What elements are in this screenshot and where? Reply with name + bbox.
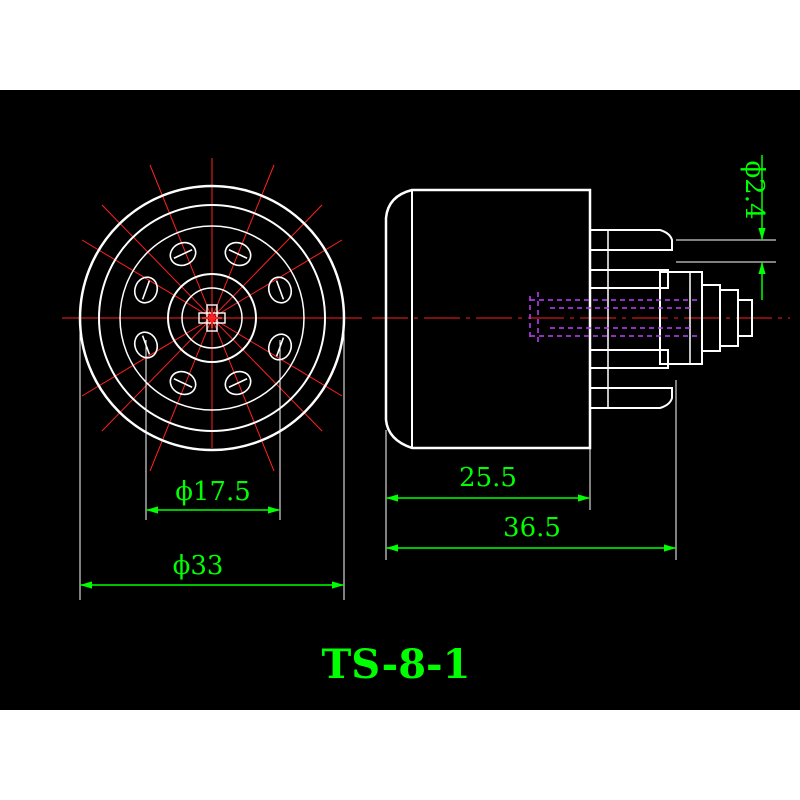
pin-diameter-label: ϕ2.4 [739, 160, 769, 219]
hidden-lines [529, 292, 700, 344]
dim-pin-diameter: ϕ2.4 [739, 155, 769, 300]
drawing-svg: ϕ17.5 ϕ33 [62, 155, 790, 688]
body-length-label: 25.5 [459, 463, 517, 493]
center-stud [659, 271, 753, 365]
pin-circle-ring [119, 225, 305, 411]
side-view: 25.5 36.5 ϕ2.4 [372, 155, 790, 560]
dim-inner-diameter: ϕ17.5 [146, 477, 280, 514]
center-cross [198, 304, 226, 332]
outer-rim-circle [78, 184, 346, 452]
inner-rim-circle [98, 204, 326, 432]
dim-outer-diameter: ϕ33 [80, 551, 344, 589]
cad-drawing-canvas: ϕ17.5 ϕ33 [0, 90, 800, 710]
drawing-title: TS-8-1 [322, 641, 471, 688]
outer-diameter-label: ϕ33 [173, 551, 224, 581]
dim-body-length: 25.5 [386, 463, 590, 502]
hub-circle-inner [181, 287, 243, 349]
socket-body [384, 188, 592, 450]
inner-diameter-label: ϕ17.5 [175, 477, 251, 507]
overall-length-label: 36.5 [503, 513, 561, 543]
socket-pins [590, 229, 673, 409]
dim-overall-length: 36.5 [386, 513, 676, 552]
front-view: ϕ17.5 ϕ33 [62, 158, 362, 600]
hub-circle-outer [167, 273, 257, 363]
